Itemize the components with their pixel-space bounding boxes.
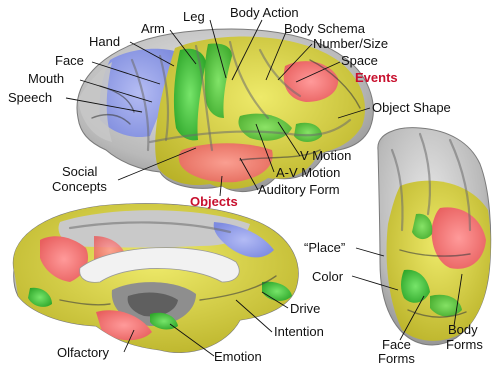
label-av-motion: A-V Motion (276, 165, 340, 180)
label-body: Body (448, 322, 478, 337)
label-body-schema: Body Schema (284, 21, 366, 36)
inferior-view (378, 128, 491, 345)
label-arm: Arm (141, 21, 165, 36)
label-concepts: Concepts (52, 179, 107, 194)
label-events: Events (355, 70, 398, 85)
label-intention: Intention (274, 324, 324, 339)
label-drive: Drive (290, 301, 320, 316)
label-social: Social (62, 164, 98, 179)
label-auditory-form: Auditory Form (258, 182, 340, 197)
label-space: Space (341, 53, 378, 68)
label-emotion: Emotion (214, 349, 262, 364)
label-speech: Speech (8, 90, 52, 105)
label-face: Face (55, 53, 84, 68)
label-hand: Hand (89, 34, 120, 49)
label-color: Color (312, 269, 344, 284)
label-place: “Place” (304, 240, 345, 255)
label-objects: Objects (190, 194, 238, 209)
label-body-action: Body Action (230, 5, 299, 20)
label-face-forms-2: Forms (378, 351, 415, 366)
label-mouth: Mouth (28, 71, 64, 86)
label-olfactory: Olfactory (57, 345, 110, 360)
label-body-forms: Forms (446, 337, 483, 352)
label-object-shape: Object Shape (372, 100, 451, 115)
label-number-size: Number/Size (313, 36, 388, 51)
label-v-motion: V Motion (300, 148, 351, 163)
label-face-forms-1: Face (382, 337, 411, 352)
label-leg: Leg (183, 9, 205, 24)
medial-view (13, 204, 298, 353)
